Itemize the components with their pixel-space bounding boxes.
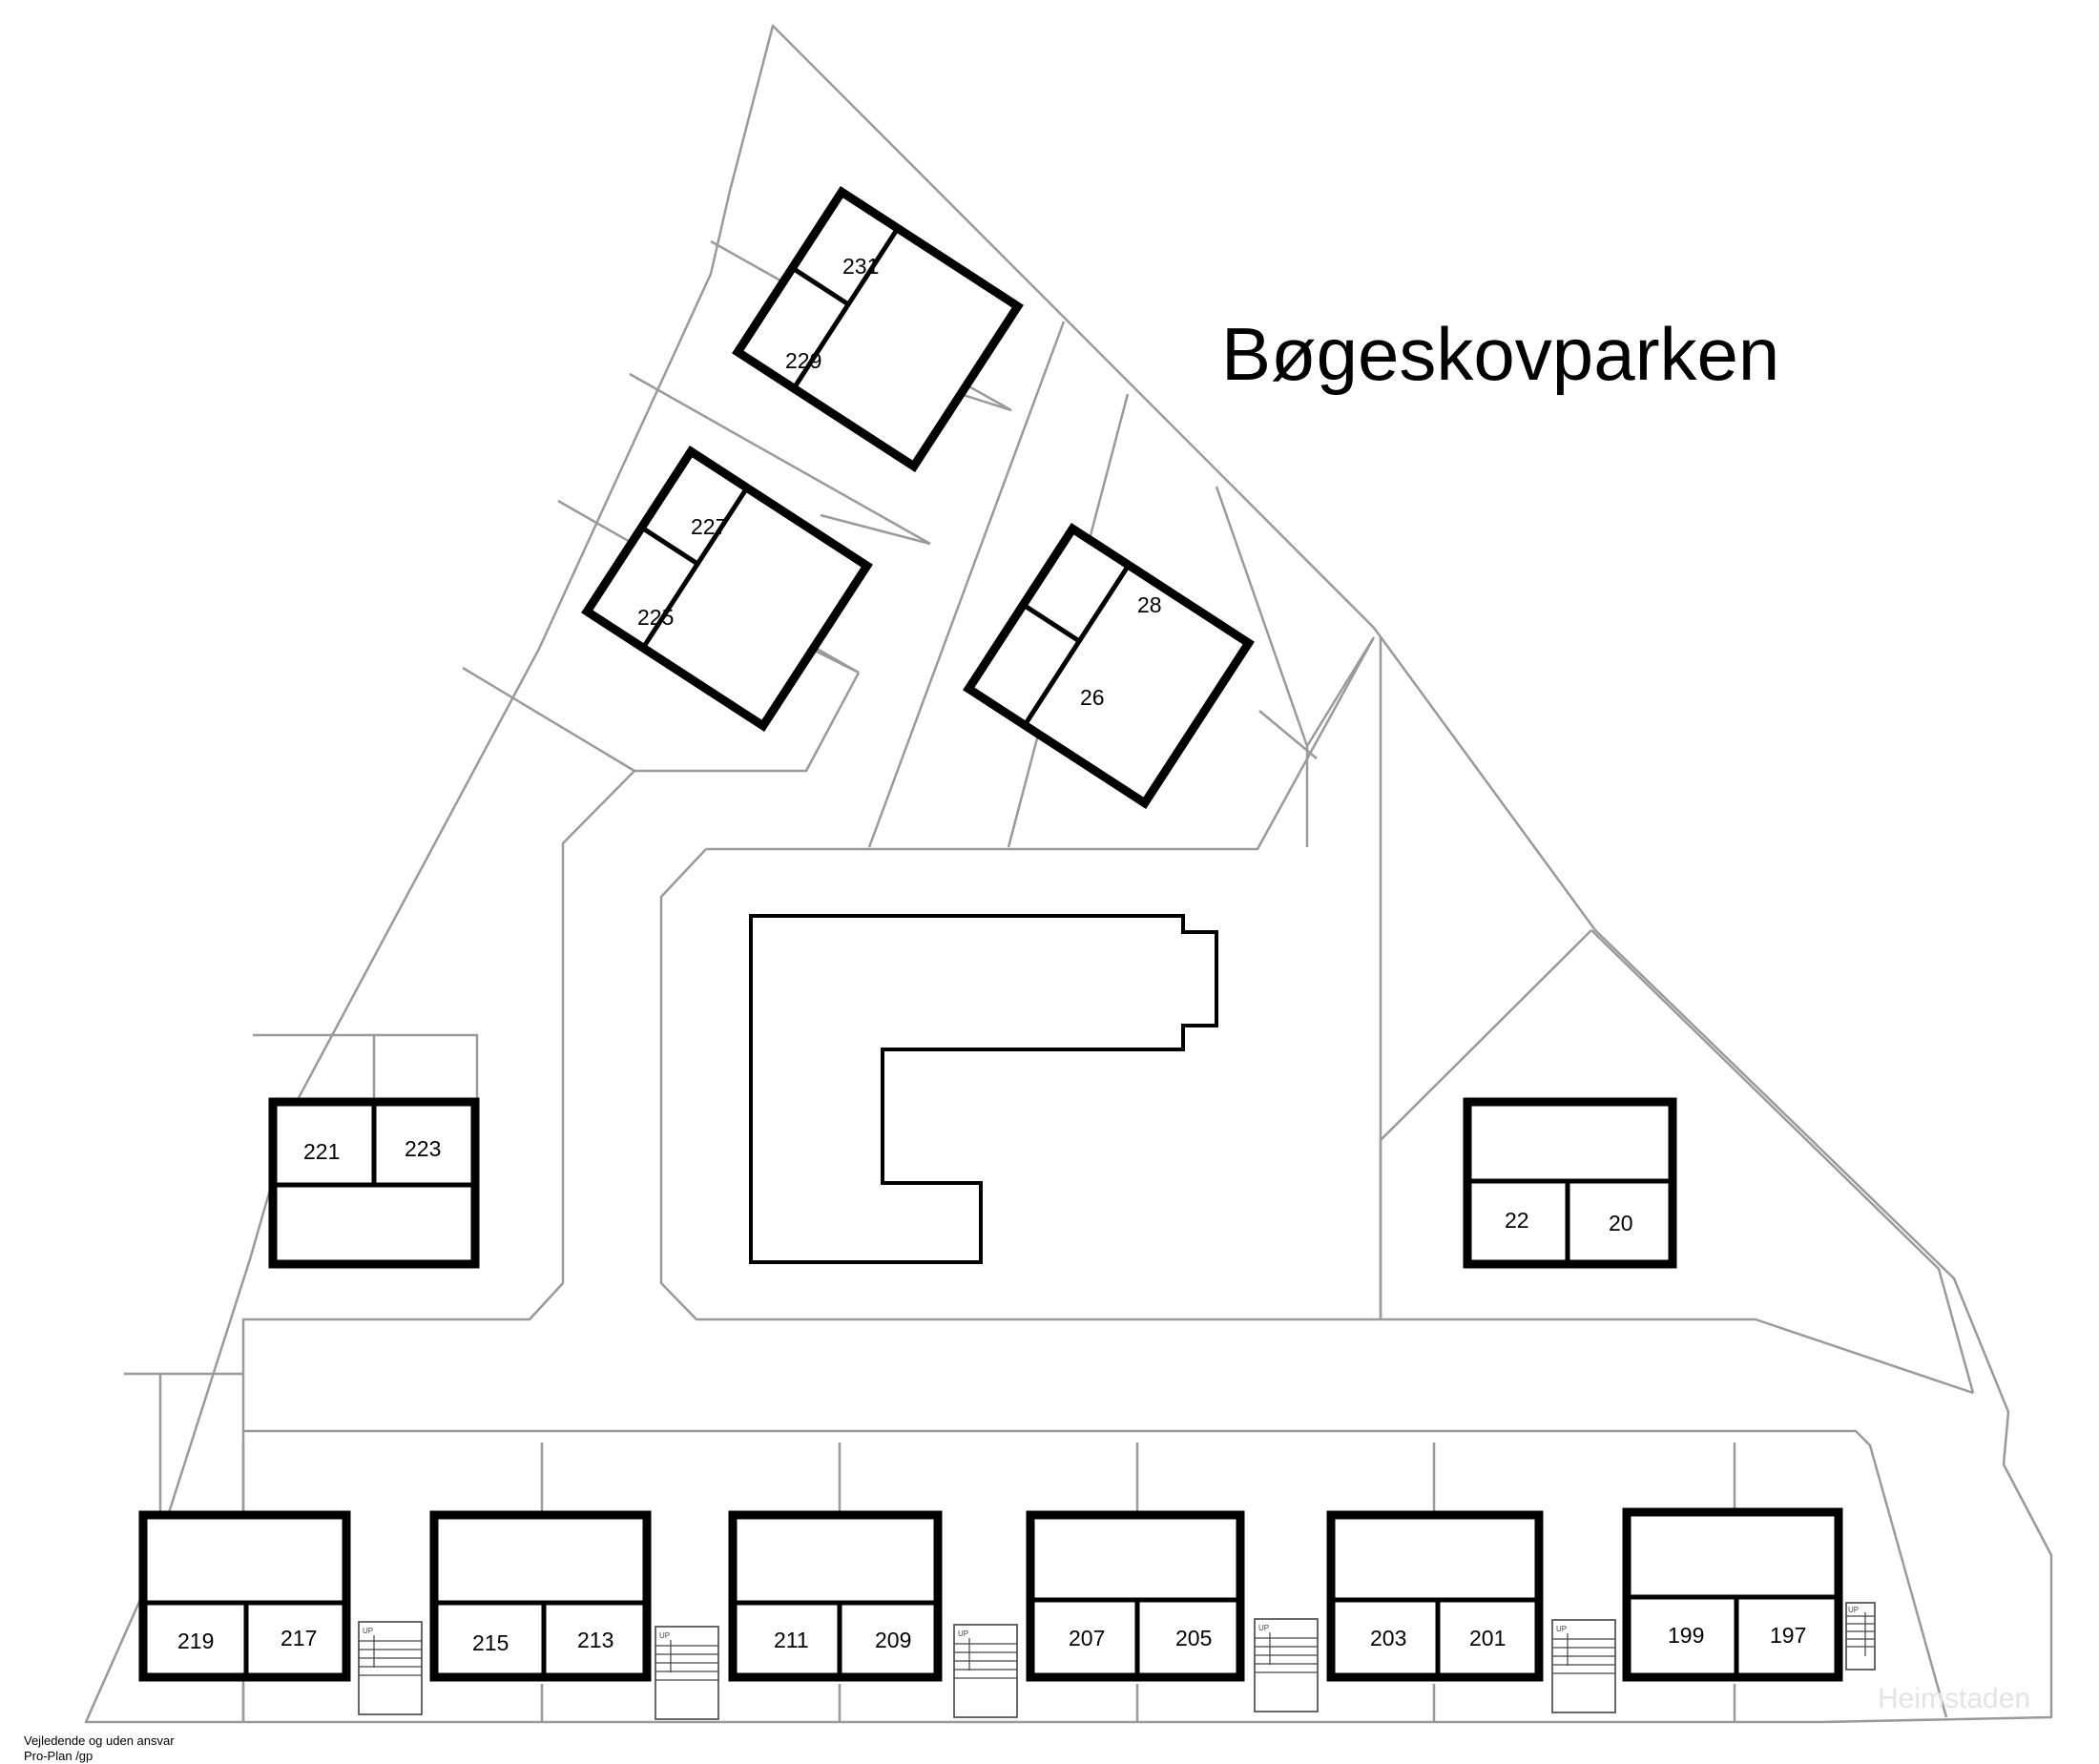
stair-2: UP bbox=[655, 1626, 719, 1720]
watermark: Heimstaden bbox=[1878, 1683, 2030, 1714]
stair-5-label: UP bbox=[1556, 1625, 1567, 1633]
unit-227: 227 bbox=[691, 514, 727, 539]
site-title: Bøgeskovparken bbox=[1221, 312, 1779, 396]
footer-credit: Pro-Plan /gp bbox=[24, 1749, 93, 1763]
unit-215: 215 bbox=[472, 1630, 509, 1655]
stair-1-label: UP bbox=[363, 1627, 373, 1635]
building-28-26 bbox=[963, 522, 1255, 810]
stair-3-label: UP bbox=[958, 1629, 968, 1638]
site-boundary bbox=[84, 24, 2053, 1724]
stair-4: UP bbox=[1254, 1618, 1319, 1712]
building-231-229 bbox=[732, 185, 1024, 473]
right-parcel bbox=[1379, 929, 1975, 1394]
unit-209: 209 bbox=[875, 1628, 911, 1652]
unit-225: 225 bbox=[637, 605, 674, 630]
stair-2-label: UP bbox=[659, 1631, 670, 1640]
stair-3: UP bbox=[953, 1624, 1018, 1718]
stair-5: UP bbox=[1551, 1619, 1616, 1713]
unit-213: 213 bbox=[577, 1628, 613, 1652]
unit-219: 219 bbox=[177, 1629, 214, 1653]
building-221-223 bbox=[268, 1097, 480, 1269]
building-227-225 bbox=[581, 445, 873, 733]
unit-223: 223 bbox=[405, 1136, 441, 1161]
building-219-217 bbox=[138, 1510, 351, 1682]
unit-229: 229 bbox=[785, 348, 821, 373]
bottom-left-parcel bbox=[124, 1372, 243, 1517]
building-203-201 bbox=[1326, 1510, 1544, 1682]
unit-201: 201 bbox=[1469, 1626, 1506, 1650]
plot-lines bbox=[84, 24, 2053, 1724]
rear-yard-dividers bbox=[241, 1442, 1736, 1517]
building-22-20 bbox=[1463, 1097, 1677, 1269]
building-199-197 bbox=[1622, 1507, 1843, 1682]
unit-203: 203 bbox=[1370, 1626, 1406, 1650]
unit-22: 22 bbox=[1505, 1208, 1529, 1233]
front-yard-dividers bbox=[241, 1684, 1736, 1722]
unit-199: 199 bbox=[1668, 1623, 1704, 1648]
stair-4-label: UP bbox=[1258, 1624, 1269, 1632]
building-207-205 bbox=[1026, 1510, 1245, 1682]
stair-6: UP bbox=[1845, 1602, 1876, 1671]
unit-211: 211 bbox=[774, 1628, 809, 1652]
unit-197: 197 bbox=[1770, 1623, 1806, 1648]
unit-207: 207 bbox=[1069, 1626, 1105, 1650]
central-building bbox=[749, 914, 1218, 1264]
unit-205: 205 bbox=[1175, 1626, 1212, 1650]
stairs: UP UP UP bbox=[358, 1602, 1876, 1720]
stair-1: UP bbox=[358, 1621, 423, 1715]
unit-28: 28 bbox=[1137, 592, 1162, 617]
unit-231: 231 bbox=[842, 254, 879, 279]
bottom-road bbox=[243, 1318, 1974, 1718]
unit-221: 221 bbox=[303, 1139, 340, 1164]
building-215-213 bbox=[429, 1510, 652, 1682]
unit-20: 20 bbox=[1609, 1211, 1633, 1235]
stair-6-label: UP bbox=[1848, 1606, 1859, 1614]
unit-26: 26 bbox=[1080, 685, 1105, 710]
building-211-209 bbox=[728, 1510, 943, 1682]
unit-217: 217 bbox=[281, 1626, 317, 1650]
footer-disclaimer: Vejledende og uden ansvar bbox=[24, 1733, 175, 1748]
